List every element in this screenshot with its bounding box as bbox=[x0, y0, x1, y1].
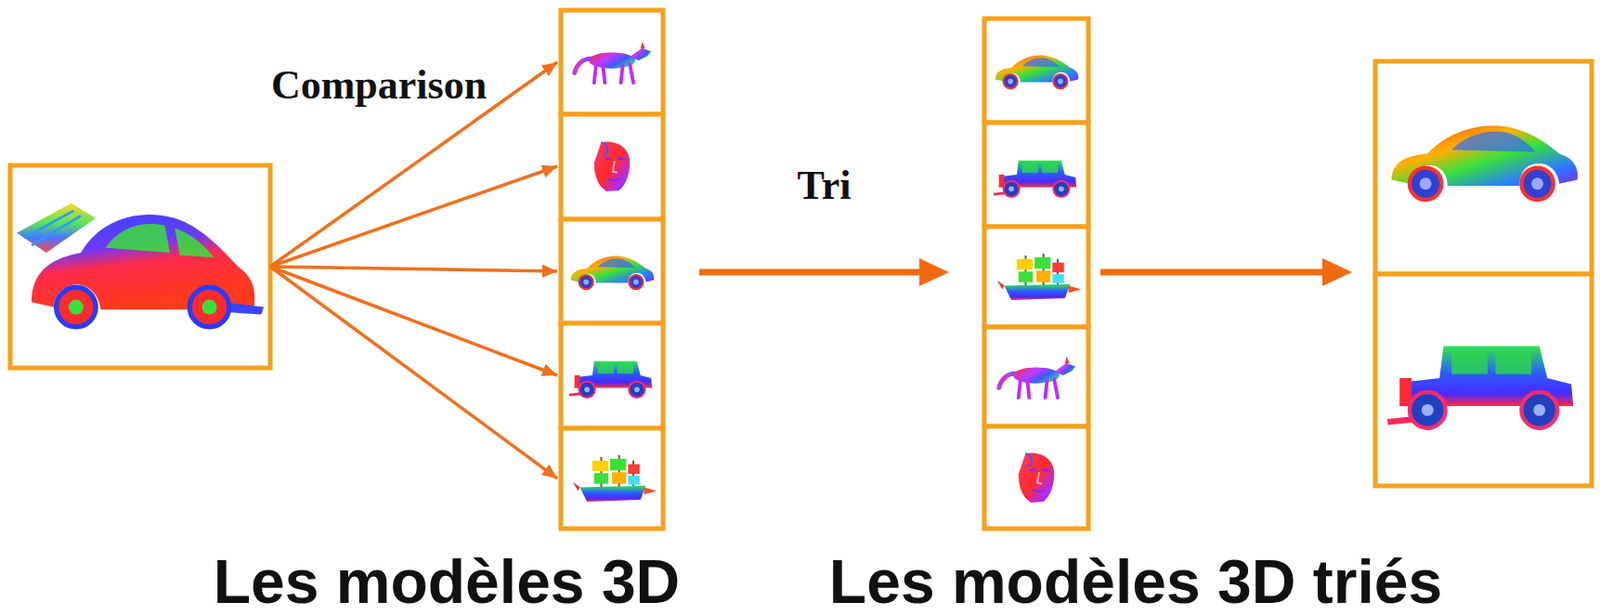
model-column: Les modèles 3D triés bbox=[984, 18, 1089, 529]
model-box bbox=[560, 219, 664, 324]
comparison-arrow bbox=[270, 266, 558, 376]
model-box bbox=[984, 122, 1089, 227]
column-caption: Les modèles 3D triés bbox=[829, 549, 1443, 614]
query-box bbox=[10, 165, 271, 368]
result-box bbox=[1375, 61, 1592, 274]
car-model bbox=[1391, 125, 1578, 200]
car-model bbox=[995, 55, 1079, 90]
column-caption: Les modèles 3D bbox=[213, 549, 681, 614]
ship-model bbox=[997, 253, 1081, 300]
comparison-arrow bbox=[270, 266, 558, 272]
model-box bbox=[560, 10, 664, 115]
edge-label: Tri bbox=[794, 163, 855, 209]
car-model bbox=[1387, 346, 1574, 429]
model-box bbox=[560, 428, 664, 529]
sort-arrow bbox=[699, 269, 920, 276]
face-model bbox=[594, 142, 630, 192]
wolf-model bbox=[999, 356, 1077, 398]
query-model bbox=[16, 203, 264, 327]
model-box bbox=[984, 18, 1089, 123]
car-model bbox=[569, 361, 652, 398]
comparison-arrow bbox=[270, 166, 558, 267]
result-boxes bbox=[1375, 61, 1592, 486]
model-box bbox=[984, 326, 1089, 427]
result-box bbox=[1375, 273, 1592, 486]
model-box bbox=[560, 323, 664, 429]
model-column: Les modèles 3D bbox=[560, 10, 664, 529]
result-arrow bbox=[1100, 269, 1323, 276]
ship-model bbox=[572, 455, 657, 502]
model-box bbox=[984, 426, 1089, 529]
sorted-column-boxes bbox=[984, 18, 1089, 529]
face-model bbox=[1018, 453, 1054, 503]
model-box bbox=[984, 226, 1089, 327]
car-model bbox=[571, 256, 654, 290]
comparison-arrows bbox=[270, 62, 558, 479]
step-label: Comparison bbox=[268, 63, 490, 108]
wolf-model bbox=[574, 41, 652, 83]
comparison-arrow bbox=[270, 266, 558, 479]
model-column-boxes bbox=[560, 10, 664, 529]
model-box bbox=[560, 114, 664, 220]
car-model bbox=[993, 160, 1077, 197]
